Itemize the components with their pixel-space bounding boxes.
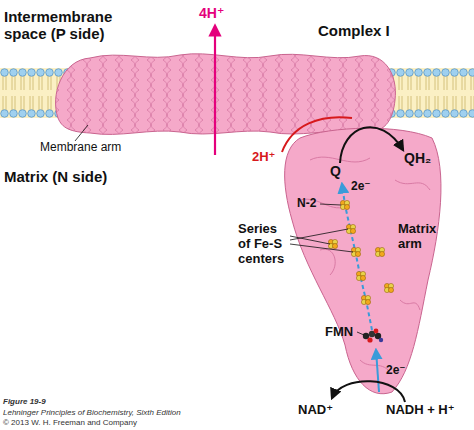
illustration-part: [332, 243, 337, 248]
illustration-part: [290, 244, 353, 252]
illustration-part: [285, 128, 441, 394]
membrane-arm: [56, 54, 396, 135]
illustration-part: [75, 125, 88, 141]
proton-label: 2H⁺: [252, 150, 275, 165]
region-label: Matrix (N side): [4, 168, 107, 185]
matrix-arm: [285, 128, 441, 394]
fmn-molecule: [363, 329, 383, 343]
cofactor-label: FMN: [325, 325, 353, 340]
illustration-part: [367, 337, 372, 342]
illustration-part: [357, 332, 364, 335]
illustration-part: [290, 229, 348, 240]
quinol-label: QH₂: [404, 150, 431, 166]
quinone-label: Q: [330, 163, 341, 179]
fe-s-clusters: [328, 200, 393, 304]
source-note: Lehninger Principles of Biochemistry, Si…: [3, 408, 181, 417]
illustration-part: [56, 54, 396, 135]
illustration-part: [340, 200, 349, 209]
proton-uptake-arrow: [282, 117, 352, 152]
illustration-part: [379, 338, 383, 342]
substrate-label: NAD⁺: [298, 403, 333, 418]
electron-label: 2e⁻: [386, 364, 406, 378]
illustration-part: [379, 251, 384, 256]
electron-path: [342, 184, 372, 330]
illustration-part: [350, 228, 355, 233]
illustration-part: [374, 329, 379, 334]
illustration-part: [375, 247, 384, 256]
substrate-label: NADH + H⁺: [386, 403, 455, 418]
copyright-note: © 2013 W. H. Freeman and Company: [3, 418, 137, 427]
illustration-part: [320, 204, 341, 205]
illustration-part: [388, 287, 393, 292]
proton-arrow: [214, 26, 216, 155]
nadh-arrow: [332, 381, 405, 402]
illustration-part: [290, 236, 330, 244]
illustration-part: [365, 299, 370, 304]
proton-label: 4H⁺: [199, 5, 224, 21]
cluster-label: N-2: [297, 197, 316, 211]
illustration-part: [344, 204, 349, 209]
region-label: Intermembrane space (P side): [4, 8, 124, 43]
illustration-part: [360, 275, 365, 280]
illustration-part: [56, 54, 396, 135]
part-label: Matrix arm: [398, 222, 448, 252]
leader-lines: [75, 125, 364, 335]
quinone-arrow: [340, 127, 403, 163]
part-label: Membrane arm: [40, 141, 121, 155]
electron-arrow: [376, 350, 379, 392]
illustration-part: [300, 157, 430, 372]
figure-number: Figure 19-9: [3, 397, 46, 406]
illustration-part: [356, 271, 365, 280]
electron-label: 2e⁻: [351, 180, 371, 194]
illustration-part: [355, 251, 360, 256]
illustration-part: [361, 295, 370, 304]
illustration-part: [384, 283, 393, 292]
complex-title: Complex I: [318, 22, 390, 39]
part-label: Series of Fe-S centers: [238, 222, 290, 267]
